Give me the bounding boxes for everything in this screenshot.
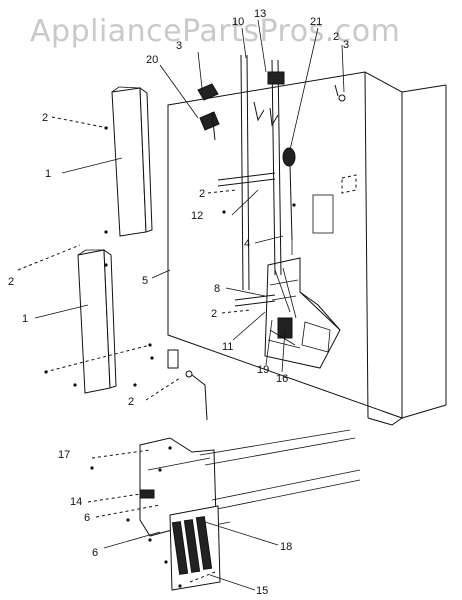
- callout-2: 2: [128, 396, 134, 408]
- callout-2: 2: [42, 112, 48, 124]
- callout-2: 2: [211, 308, 217, 320]
- callout-2: 2: [199, 188, 205, 200]
- watermark-text: AppliancePartsPros.com: [30, 14, 401, 49]
- callout-19: 19: [257, 364, 269, 376]
- door-switch-parts: [197, 83, 220, 141]
- callout-1: 1: [45, 168, 51, 180]
- toe-grille: [169, 505, 221, 591]
- callout-2: 2: [8, 276, 14, 288]
- callout-12: 12: [191, 210, 203, 222]
- callout-6: 6: [84, 512, 90, 524]
- callout-5: 5: [142, 275, 148, 287]
- callout-18: 18: [280, 541, 292, 553]
- callout-1: 1: [22, 313, 28, 325]
- callout-3: 3: [343, 39, 349, 51]
- callout-15: 15: [256, 585, 268, 597]
- callout-13: 13: [254, 8, 266, 20]
- callout-17: 17: [58, 449, 70, 461]
- clip-part: [139, 489, 155, 499]
- leader-lines: [17, 19, 345, 591]
- callout-16: 16: [276, 373, 288, 385]
- callout-6: 6: [92, 547, 98, 559]
- callout-11: 11: [222, 341, 233, 353]
- breaker-strip-upper: [111, 86, 153, 237]
- callout-labels: 2 1 2 1 5 2 3 20 10 13 21 2 3 2 12 4 8 2…: [8, 8, 349, 597]
- callout-4: 4: [244, 238, 250, 250]
- linkage-rods: [217, 54, 346, 307]
- cabinet-wall: [167, 71, 447, 426]
- callout-10: 10: [232, 16, 244, 28]
- callout-20: 20: [146, 54, 158, 66]
- screw-dots: [44, 126, 296, 588]
- callout-3: 3: [176, 40, 182, 52]
- callout-21: 21: [310, 16, 322, 28]
- dispenser-cavity: [264, 257, 341, 369]
- callout-8: 8: [214, 283, 220, 295]
- breaker-strip-lower: [77, 248, 117, 394]
- callout-14: 14: [70, 496, 82, 508]
- callout-2: 2: [333, 31, 339, 43]
- lower-bracket: [167, 349, 208, 421]
